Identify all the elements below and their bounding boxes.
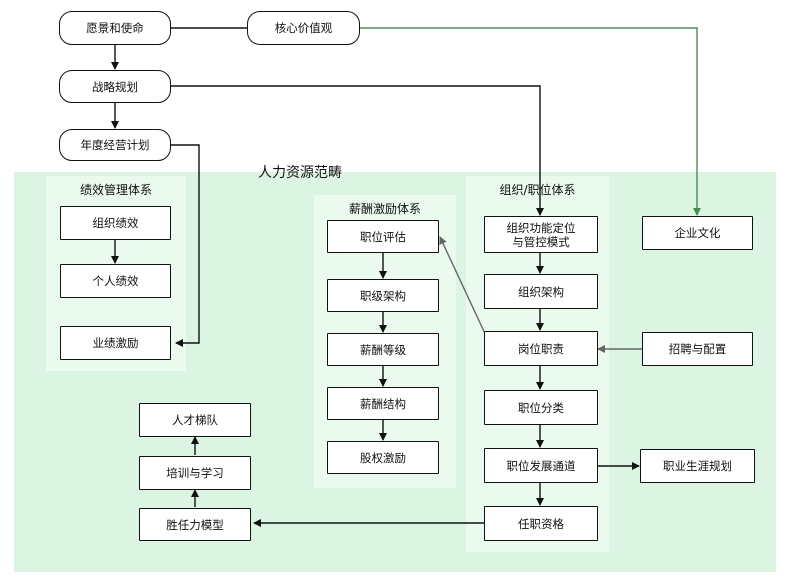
- job-duties-label: 岗位职责: [518, 341, 564, 356]
- performance-panel-title: 绩效管理体系: [79, 183, 152, 197]
- annual-plan-node[interactable]: 年度经营计划: [59, 129, 171, 161]
- performance-incentive-node[interactable]: 业绩激励: [60, 326, 171, 360]
- job-duties-node[interactable]: 岗位职责: [484, 331, 598, 366]
- recruitment-node[interactable]: 招聘与配置: [642, 332, 753, 366]
- org-structure-label: 组织架构: [518, 284, 564, 299]
- vision-node[interactable]: 愿景和使命: [59, 11, 171, 45]
- pay-structure-label: 薪酬结构: [360, 396, 406, 411]
- qualification-node[interactable]: 任职资格: [484, 506, 598, 541]
- job-evaluation-node[interactable]: 职位评估: [327, 220, 439, 253]
- career-planning-node[interactable]: 职业生涯规划: [640, 449, 755, 483]
- competency-model-label: 胜任力模型: [166, 517, 224, 532]
- corporate-culture-label: 企业文化: [674, 226, 721, 240]
- compensation-panel-title: 薪酬激励体系: [348, 202, 421, 216]
- career-path-label: 职位发展通道: [506, 458, 576, 473]
- vision-label: 愿景和使命: [86, 21, 144, 35]
- equity-incentive-label: 股权激励: [360, 450, 406, 465]
- career-planning-label: 职业生涯规划: [663, 459, 732, 473]
- job-evaluation-label: 职位评估: [360, 229, 406, 244]
- organization-panel-title: 组织/职位体系: [499, 183, 576, 197]
- personal-performance-label: 个人绩效: [92, 274, 139, 288]
- strategy-node[interactable]: 战略规划: [59, 70, 171, 103]
- training-node[interactable]: 培训与学习: [139, 456, 251, 490]
- org-performance-label: 组织绩效: [92, 216, 139, 230]
- annual-plan-label: 年度经营计划: [80, 138, 150, 152]
- grade-structure-node[interactable]: 职级架构: [327, 279, 439, 312]
- org-structure-node[interactable]: 组织架构: [484, 274, 598, 309]
- pay-structure-node[interactable]: 薪酬结构: [327, 387, 439, 420]
- job-classification-label: 职位分类: [518, 400, 564, 415]
- strategy-label: 战略规划: [92, 79, 138, 94]
- corporate-culture-node[interactable]: 企业文化: [642, 216, 753, 250]
- org-performance-node[interactable]: 组织绩效: [60, 206, 171, 240]
- values-node[interactable]: 核心价值观: [247, 11, 360, 45]
- career-path-node[interactable]: 职位发展通道: [484, 448, 598, 483]
- training-label: 培训与学习: [166, 466, 224, 480]
- org-function-label: 组织功能定位 与管控模式: [506, 220, 576, 249]
- equity-incentive-node[interactable]: 股权激励: [327, 441, 439, 474]
- performance-incentive-label: 业绩激励: [92, 336, 139, 350]
- competency-model-node[interactable]: 胜任力模型: [139, 508, 251, 541]
- pay-grade-node[interactable]: 薪酬等级: [327, 333, 439, 366]
- recruitment-label: 招聘与配置: [668, 342, 727, 356]
- personal-performance-node[interactable]: 个人绩效: [60, 264, 171, 298]
- pay-grade-label: 薪酬等级: [360, 342, 406, 357]
- org-function-node[interactable]: 组织功能定位 与管控模式: [484, 216, 598, 253]
- qualification-label: 任职资格: [518, 516, 564, 531]
- job-classification-node[interactable]: 职位分类: [484, 390, 598, 425]
- talent-pipeline-node[interactable]: 人才梯队: [139, 403, 251, 437]
- values-label: 核心价值观: [274, 21, 333, 35]
- hr-scope-label: 人力资源范畴: [258, 165, 342, 181]
- talent-pipeline-label: 人才梯队: [172, 413, 218, 427]
- grade-structure-label: 职级架构: [360, 288, 406, 303]
